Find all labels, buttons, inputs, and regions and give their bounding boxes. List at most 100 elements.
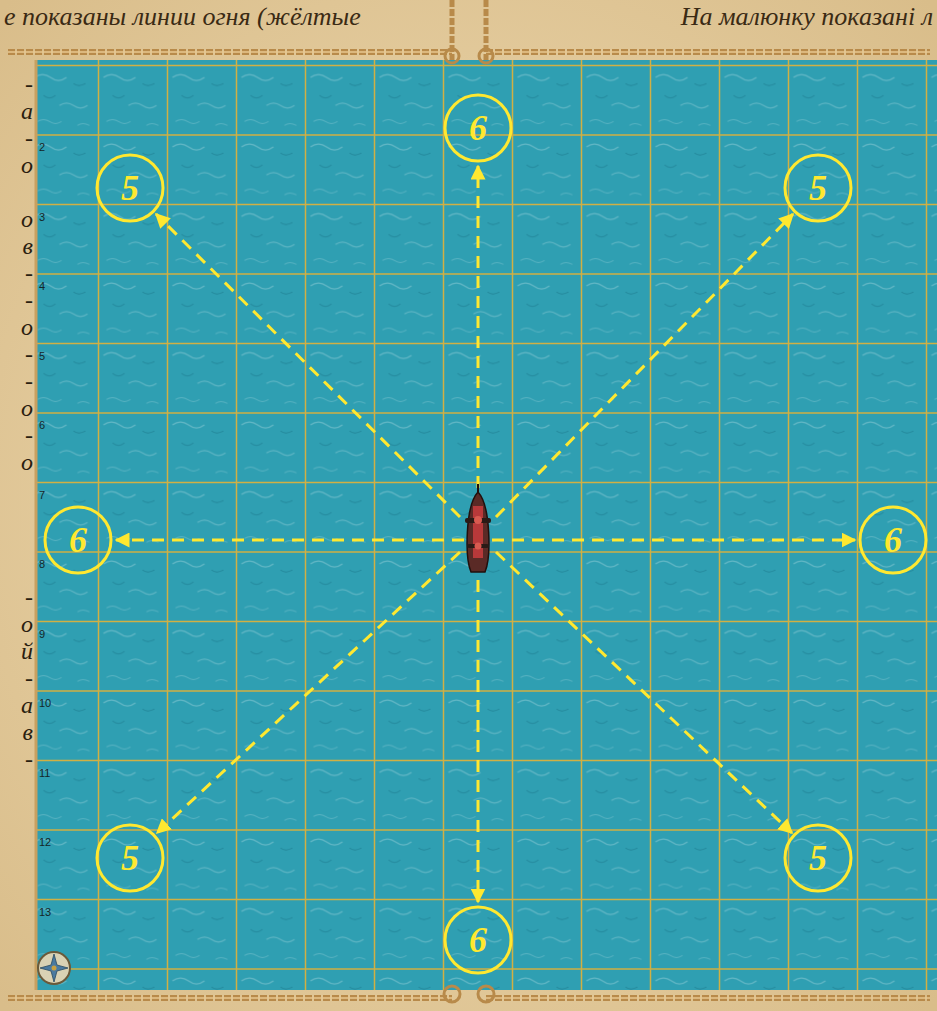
compass-icon <box>38 952 70 984</box>
row-number: 8 <box>39 558 45 570</box>
text-fragment: - <box>25 584 33 610</box>
circle-outline-ring <box>445 95 511 161</box>
ship-deck <box>473 506 483 558</box>
fire-line <box>477 166 480 488</box>
text-fragment: - <box>25 341 33 367</box>
sea <box>36 60 937 990</box>
drawn-path <box>35 60 38 990</box>
text-fragment: - <box>25 126 33 150</box>
text-fragment: - <box>25 288 33 312</box>
row-number: 2 <box>39 137 45 155</box>
range-number: 6 <box>884 522 902 558</box>
text-fragment: - <box>25 666 33 690</box>
fire-line <box>496 214 793 517</box>
drawn-path <box>8 49 930 55</box>
range-circle: 5 <box>783 153 853 223</box>
drawn-path <box>8 995 930 1001</box>
drawn-circle <box>444 986 460 1002</box>
text-fragment: й <box>21 639 33 663</box>
circle-outline-ring <box>445 907 511 973</box>
text-fragment: о <box>21 395 33 421</box>
fire-line <box>156 214 460 517</box>
fire-line <box>477 580 480 902</box>
page-caption: На малюнку показані л <box>681 2 933 31</box>
text-fragment: - <box>25 261 33 285</box>
circle-outline-ring <box>785 825 851 891</box>
row-number: 9 <box>39 624 45 642</box>
row-number: 5 <box>39 350 45 362</box>
fire-line <box>157 552 460 833</box>
page-caption: е показаны линии огня (жёлтые <box>4 3 361 32</box>
text-fragment: о <box>21 612 33 636</box>
row-number: 11 <box>39 767 50 779</box>
row-number: 10 <box>39 693 51 711</box>
row-number: 13 <box>39 902 51 920</box>
range-circle: 5 <box>95 823 165 893</box>
text-fragment: - <box>25 665 33 691</box>
text-fragment: - <box>25 369 33 393</box>
range-circle: 5 <box>95 153 165 223</box>
text-fragment: й <box>21 638 33 664</box>
row-number: 8 <box>39 554 45 572</box>
range-number: 6 <box>469 110 487 146</box>
text-fragment: о <box>21 611 33 637</box>
drawn-circle <box>478 986 494 1002</box>
text-fragment: в <box>23 720 33 744</box>
row-number: 13 <box>39 906 51 918</box>
row-number: 10 <box>39 697 51 709</box>
row-number: 2 <box>39 141 45 153</box>
circle-outline-ring <box>97 155 163 221</box>
row-number: 7 <box>39 489 45 501</box>
text-fragment: в <box>23 234 33 258</box>
text-fragment: - <box>25 260 33 286</box>
drawn-circle <box>52 966 57 971</box>
text-fragment: - <box>25 423 33 447</box>
circle-outline-ring <box>785 155 851 221</box>
text-fragment: - <box>25 585 33 609</box>
text-fragment: - <box>25 746 33 772</box>
ship <box>465 484 491 572</box>
range-number: 5 <box>809 170 827 206</box>
fire-line <box>492 539 855 542</box>
ship-hull <box>467 492 489 572</box>
page-caption: е показаны линии огня (жёлтые <box>4 2 361 31</box>
row-number: 3 <box>39 211 45 223</box>
text-fragment: а <box>21 99 33 123</box>
row-number: 6 <box>39 419 45 431</box>
text-fragment: а <box>21 693 33 717</box>
circle-outline-ring <box>45 507 111 573</box>
text-fragment: о <box>21 206 33 232</box>
text-fragment: - <box>25 342 33 366</box>
drawn-circle <box>445 49 459 63</box>
text-fragment: - <box>25 368 33 394</box>
row-number: 6 <box>39 415 45 433</box>
text-fragment: о <box>21 449 33 475</box>
range-number: 5 <box>809 840 827 876</box>
grid-lines <box>36 60 937 990</box>
text-fragment: - <box>25 287 33 313</box>
drawn-circle <box>38 952 70 984</box>
text-fragment: о <box>21 314 33 340</box>
drawn-path <box>8 51 930 53</box>
text-fragment: о <box>21 207 33 231</box>
range-circle: 6 <box>43 505 113 575</box>
range-number: 6 <box>469 922 487 958</box>
text-fragment: - <box>25 422 33 448</box>
text-fragment: о <box>21 152 33 178</box>
drawn-path <box>40 954 68 982</box>
range-number: 5 <box>121 170 139 206</box>
text-fragment: о <box>21 315 33 339</box>
row-number: 9 <box>39 628 45 640</box>
range-number: 5 <box>121 840 139 876</box>
text-fragment: - <box>25 71 33 97</box>
row-number: 5 <box>39 346 45 364</box>
circle-outline-ring <box>860 507 926 573</box>
ship-bowsprit <box>477 484 479 492</box>
range-circle: 6 <box>443 93 513 163</box>
text-fragment: - <box>25 747 33 771</box>
row-number: 12 <box>39 836 51 848</box>
row-number: 12 <box>39 832 51 850</box>
